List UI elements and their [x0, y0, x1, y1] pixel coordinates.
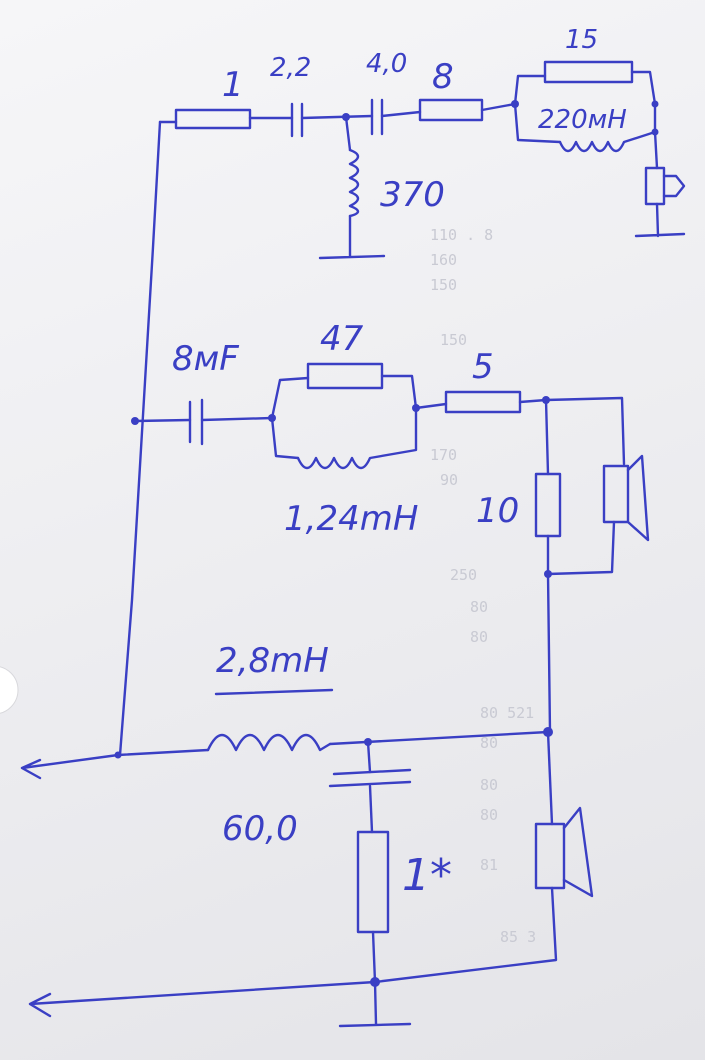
resistor-1-star	[356, 830, 390, 934]
svg-text:80: 80	[480, 734, 498, 752]
inductor-1-24mh	[296, 406, 418, 470]
wire	[653, 130, 659, 170]
svg-text:150: 150	[430, 276, 457, 294]
midrange-speaker-icon	[602, 454, 650, 542]
tweeter-speaker-icon	[644, 166, 686, 206]
label-r-370: 370	[380, 175, 445, 215]
wire	[518, 398, 548, 404]
svg-text:81: 81	[480, 856, 498, 874]
svg-text:150: 150	[440, 331, 467, 349]
resistor-1	[174, 108, 252, 130]
right-trunk-wire	[546, 572, 552, 734]
wire	[300, 114, 374, 120]
svg-text:80: 80	[470, 598, 488, 616]
label-r-47: 47	[320, 319, 364, 359]
label-l-1-24mh: 1,24mH	[284, 499, 418, 539]
capacitor-60-0	[328, 768, 412, 788]
label-r-15: 15	[565, 25, 598, 55]
capacitor-4-0	[370, 98, 384, 136]
label-r-8: 8	[432, 57, 454, 97]
label-c-4-0: 4,0	[366, 49, 407, 79]
wire	[200, 416, 274, 422]
svg-text:80: 80	[480, 776, 498, 794]
svg-text:90: 90	[440, 471, 458, 489]
wire	[414, 402, 448, 410]
wire	[380, 110, 422, 118]
wire	[133, 418, 192, 423]
capacitor-2-2	[290, 102, 304, 138]
wire	[634, 202, 686, 238]
inductor-220mh	[558, 130, 657, 153]
label-c-60-0: 60,0	[222, 809, 298, 849]
wire	[368, 784, 374, 834]
resistor-47	[306, 362, 384, 390]
wire	[270, 374, 418, 420]
wire	[270, 416, 300, 460]
svg-text:250: 250	[450, 566, 477, 584]
capacitor-8mf	[188, 398, 204, 446]
wire	[371, 930, 377, 984]
resistor-5	[444, 390, 522, 414]
label-r-10: 10	[476, 491, 519, 531]
label-r-1: 1	[222, 65, 244, 105]
input-ground-arrow	[28, 980, 377, 1018]
resistor-370-zigzag	[348, 148, 360, 218]
wire	[366, 740, 372, 774]
woofer-speaker-icon	[534, 806, 594, 898]
svg-text:80: 80	[470, 628, 488, 646]
label-l-220mh: 220мН	[538, 105, 627, 135]
wire	[513, 102, 562, 144]
wire	[513, 70, 657, 134]
ground-370	[318, 214, 386, 260]
input-hot-arrow	[20, 748, 210, 780]
inductor-bar	[214, 688, 334, 696]
wire	[344, 115, 352, 152]
label-l-2-8mh: 2,8mH	[216, 641, 329, 681]
wire	[480, 102, 517, 112]
binder-hole	[0, 666, 19, 714]
wire	[546, 730, 554, 826]
resistor-15	[543, 60, 634, 84]
resistor-10	[534, 472, 562, 538]
wire	[328, 730, 550, 746]
label-c-2-2: 2,2	[270, 53, 311, 83]
svg-text:160: 160	[430, 251, 457, 269]
resistor-8	[418, 98, 484, 122]
wire	[546, 520, 616, 576]
ground-symbol	[338, 980, 412, 1028]
label-r-1-star: 1*	[402, 850, 452, 901]
svg-text:80 521: 80 521	[480, 704, 534, 722]
svg-text:80: 80	[480, 806, 498, 824]
label-c-8mf: 8мF	[172, 339, 239, 379]
wire	[544, 396, 626, 476]
svg-text:170: 170	[430, 446, 457, 464]
inductor-2-8mh	[206, 733, 332, 752]
svg-text:85 3: 85 3	[500, 928, 536, 946]
junction-dot	[651, 100, 659, 108]
wire	[373, 886, 558, 984]
show-through-marks: 110 . 8 160 150 150 170 90 250 80 80 80 …	[430, 226, 536, 946]
svg-text:110 . 8: 110 . 8	[430, 226, 493, 244]
left-bus-wire	[118, 120, 162, 757]
label-r-5: 5	[472, 347, 494, 387]
